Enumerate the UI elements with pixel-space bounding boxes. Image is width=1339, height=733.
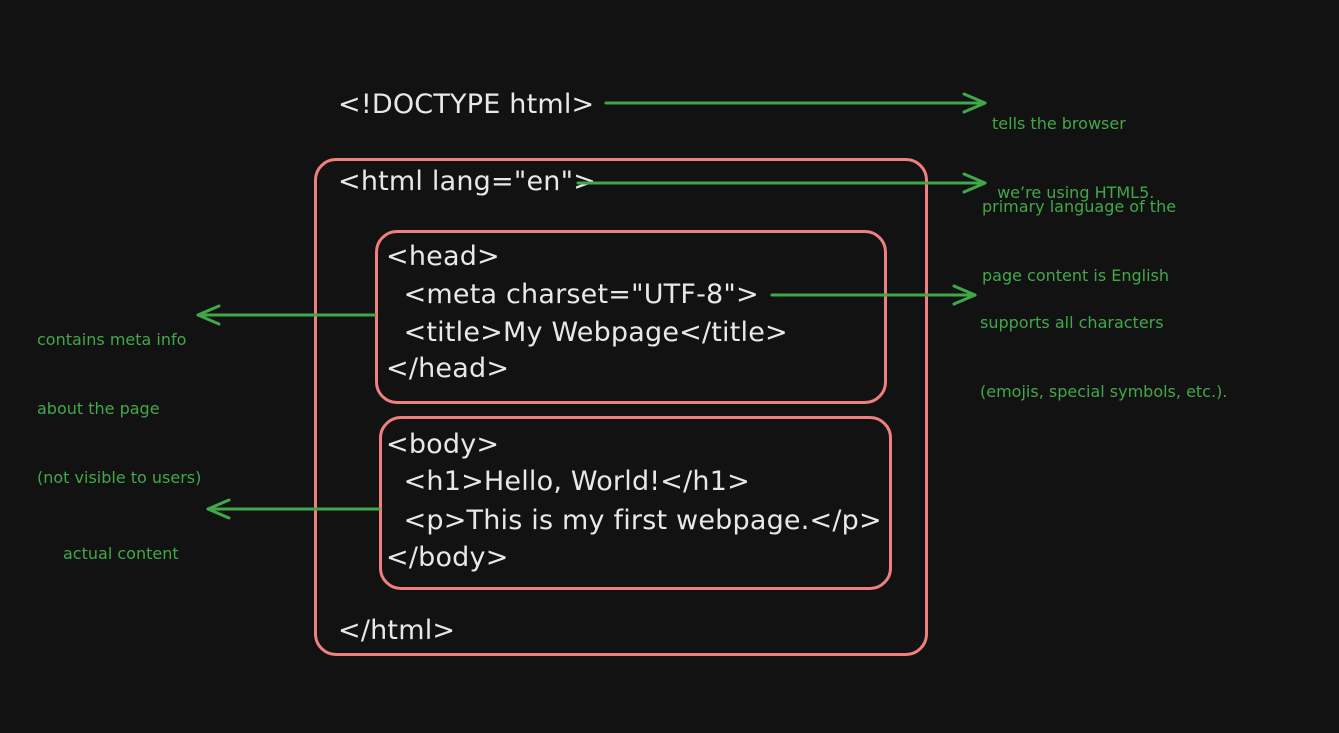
title-line: <title>My Webpage</title>	[386, 317, 788, 348]
annotation-line: (not visible to users)	[37, 468, 202, 487]
html-close-line: </html>	[338, 615, 456, 646]
head-open-line: <head>	[386, 241, 500, 272]
h1-line: <h1>Hello, World!</h1>	[386, 466, 750, 497]
doctype-line: <!DOCTYPE html>	[338, 89, 595, 120]
annotation-line: about the page	[37, 399, 160, 418]
arrow-head	[196, 304, 377, 326]
body-close-line: </body>	[386, 542, 509, 573]
body-annotation: actual content	[63, 496, 179, 611]
annotation-line: page content is English	[982, 266, 1170, 285]
arrow-lang	[576, 172, 987, 194]
head-element-box	[375, 230, 887, 404]
arrow-charset	[770, 284, 977, 306]
head-close-line: </head>	[386, 353, 510, 384]
meta-charset-line: <meta charset="UTF-8">	[386, 279, 759, 310]
body-open-line: <body>	[386, 429, 500, 460]
paragraph-line: <p>This is my first webpage.</p>	[386, 505, 882, 536]
annotation-line: tells the browser	[992, 114, 1126, 133]
annotation-line: contains meta info	[37, 330, 187, 349]
html-element-box	[314, 158, 928, 656]
annotation-line: actual content	[63, 544, 179, 563]
arrow-doctype	[604, 92, 987, 114]
head-annotation: contains meta info about the page (not v…	[37, 282, 201, 535]
annotation-line: supports all characters	[980, 313, 1164, 332]
body-element-box	[379, 416, 892, 590]
annotation-line: (emojis, special symbols, etc.).	[980, 382, 1228, 401]
lang-annotation: primary language of the page content is …	[982, 149, 1176, 333]
html-open-line: <html lang="en">	[338, 166, 597, 197]
doctype-annotation: tells the browser we’re using HTML5.	[992, 66, 1154, 250]
annotation-line: we’re using HTML5.	[992, 183, 1155, 202]
charset-annotation: supports all characters (emojis, special…	[980, 265, 1227, 449]
annotation-line: primary language of the	[982, 197, 1177, 216]
arrow-body	[206, 498, 381, 520]
